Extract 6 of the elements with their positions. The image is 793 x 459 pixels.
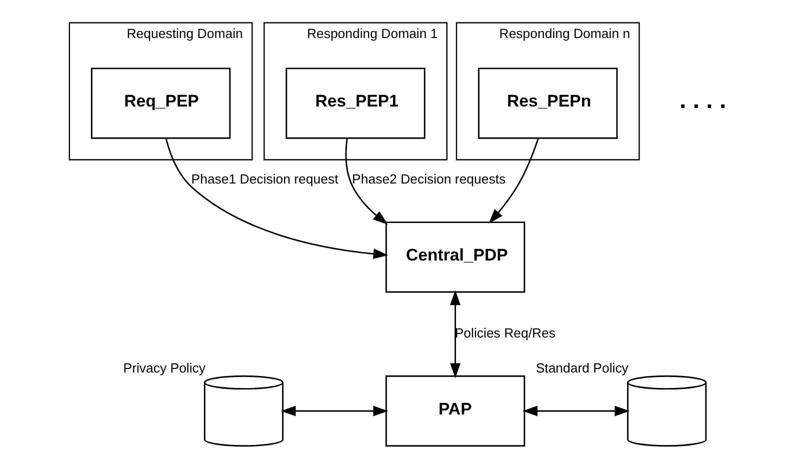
node-label: Standard Policy [535, 360, 628, 376]
label: . . . . [678, 87, 726, 114]
node-label: Privacy Policy [122, 360, 206, 376]
edge-label: Policies Req/Res [454, 325, 556, 340]
edge-label: Phase1 Decision request [190, 172, 338, 187]
edge-label: Phase2 Decision requests [352, 172, 506, 187]
